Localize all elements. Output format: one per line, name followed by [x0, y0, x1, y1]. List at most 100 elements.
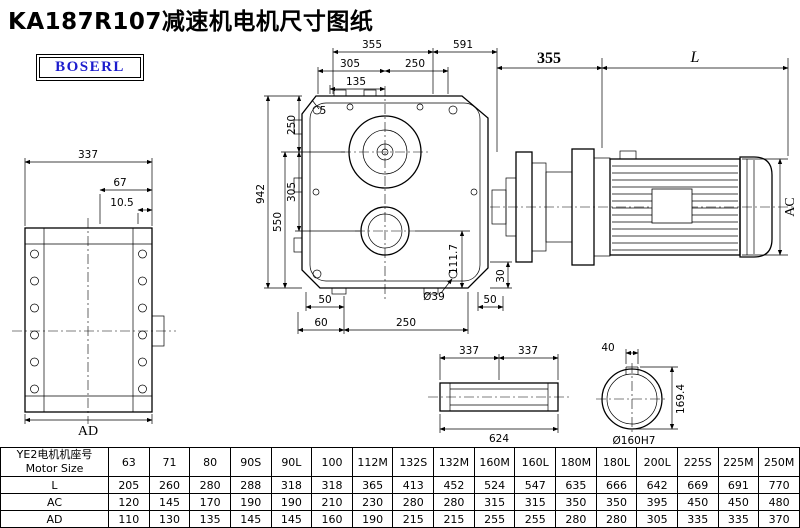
- dim-bore-dia160h7: Ø160H7: [613, 435, 656, 447]
- dim-side-10-5: 10.5: [110, 197, 133, 209]
- dimension-cell: 350: [555, 493, 597, 511]
- dimension-cell: 480: [758, 493, 800, 511]
- dimension-cell: 370: [758, 510, 800, 528]
- header-cn: YE2电机机座号: [16, 448, 93, 462]
- dim-shaft-624: 624: [489, 433, 509, 445]
- dimension-cell: 110: [108, 510, 150, 528]
- dim-side-67: 67: [113, 177, 126, 189]
- dimension-cell: 450: [717, 493, 760, 511]
- dimension-cell: 315: [514, 493, 557, 511]
- dimension-cell: 190: [351, 510, 394, 528]
- dim-front-250-bottom: 250: [396, 317, 416, 329]
- dimension-cell: 130: [148, 510, 191, 528]
- dimension-cell: 305: [636, 510, 678, 528]
- dimension-cell: 120: [108, 493, 150, 511]
- brand-logo: BOSERL: [36, 54, 144, 81]
- dimension-cell: 642: [636, 476, 678, 494]
- dimension-cell: 288: [229, 476, 272, 494]
- motor-size-column-header: 112M: [351, 447, 394, 477]
- side-view-dimensions: 337 67 10.5 AD: [24, 149, 153, 439]
- motor-size-column-header: 63: [108, 447, 150, 477]
- dimension-cell: 669: [676, 476, 719, 494]
- shaft-view: [428, 382, 570, 412]
- dimension-cell: 524: [473, 476, 516, 494]
- row-label: L: [0, 476, 109, 494]
- dimension-cell: 280: [555, 510, 597, 528]
- dimension-cell: 215: [392, 510, 435, 528]
- dimension-cell: 335: [676, 510, 719, 528]
- motor-size-column-header: 71: [148, 447, 191, 477]
- dim-front-250-top: 250: [405, 58, 425, 70]
- dim-front-5: 5: [320, 105, 327, 117]
- dimension-cell: 452: [433, 476, 475, 494]
- dimension-cell: 280: [595, 510, 638, 528]
- dim-front-550: 550: [272, 212, 284, 232]
- dim-front-50-right: 50: [483, 294, 496, 306]
- dimension-cell: 365: [351, 476, 394, 494]
- dimension-cell: 135: [189, 510, 231, 528]
- dimension-cell: 210: [311, 493, 353, 511]
- dimension-cell: 280: [392, 493, 435, 511]
- dimension-cell: 255: [473, 510, 516, 528]
- motor-size-column-header: 225S: [676, 447, 719, 477]
- technical-drawing: 355 591 305 250 135 942 550 250 305 5 11…: [12, 39, 798, 447]
- motor-size-column-header: 132S: [392, 447, 435, 477]
- dimension-cell: 215: [433, 510, 475, 528]
- dim-front-355: 355: [362, 39, 382, 51]
- dimension-cell: 190: [270, 493, 313, 511]
- dim-front-60: 60: [314, 317, 327, 329]
- dim-front-305-left: 305: [286, 182, 298, 202]
- motor-size-column-header: 90S: [229, 447, 272, 477]
- row-label: AD: [0, 510, 109, 528]
- dimension-cell: 190: [229, 493, 272, 511]
- dimension-cell: 280: [189, 476, 231, 494]
- motor-nameplate: [651, 188, 693, 224]
- dimension-cell: 280: [433, 493, 475, 511]
- dimension-cell: 145: [148, 493, 191, 511]
- brand-logo-text: BOSERL: [55, 59, 125, 75]
- dim-front-591: 591: [453, 39, 473, 51]
- bore-section-view: [596, 363, 668, 435]
- brand-logo-frame: BOSERL: [39, 57, 141, 78]
- fan-cover: [739, 156, 773, 258]
- dimension-cell: 450: [676, 493, 719, 511]
- motor-size-column-header: 80: [189, 447, 231, 477]
- header-en: Motor Size: [25, 462, 84, 475]
- dim-front-250-left: 250: [286, 115, 298, 135]
- dimension-cell: 160: [311, 510, 353, 528]
- dimension-cell: 635: [555, 476, 597, 494]
- dim-shaft-337-left: 337: [459, 345, 479, 357]
- dimension-cell: 691: [717, 476, 760, 494]
- dim-front-305-top: 305: [340, 58, 360, 70]
- dim-motor-L: L: [690, 49, 700, 66]
- table-corner-header: YE2电机机座号 Motor Size: [0, 447, 109, 477]
- dimension-cell: 413: [392, 476, 435, 494]
- dimension-cell: 315: [473, 493, 516, 511]
- side-view: [12, 218, 176, 424]
- dimension-cell: 350: [595, 493, 638, 511]
- motor-size-column-header: 160L: [514, 447, 557, 477]
- dim-front-111-7: 111.7: [448, 244, 460, 274]
- dimension-cell: 170: [189, 493, 231, 511]
- dimension-cell: 318: [311, 476, 353, 494]
- dimension-cell: 770: [758, 476, 800, 494]
- motor-view: [490, 148, 795, 266]
- row-label: AC: [0, 493, 109, 511]
- dim-motor-AC: AC: [783, 197, 798, 216]
- dimension-cell: 230: [351, 493, 394, 511]
- dim-bore-40: 40: [601, 342, 614, 354]
- motor-size-column-header: 250M: [758, 447, 800, 477]
- dimension-cell: 335: [717, 510, 760, 528]
- dim-front-30: 30: [495, 269, 507, 282]
- dim-side-AD: AD: [78, 424, 98, 439]
- motor-size-column-header: 180M: [555, 447, 597, 477]
- dimension-cell: 395: [636, 493, 678, 511]
- dim-side-337: 337: [78, 149, 98, 161]
- front-view-dimensions: 355 591 305 250 135 942 550 250 305 5 11…: [255, 39, 512, 334]
